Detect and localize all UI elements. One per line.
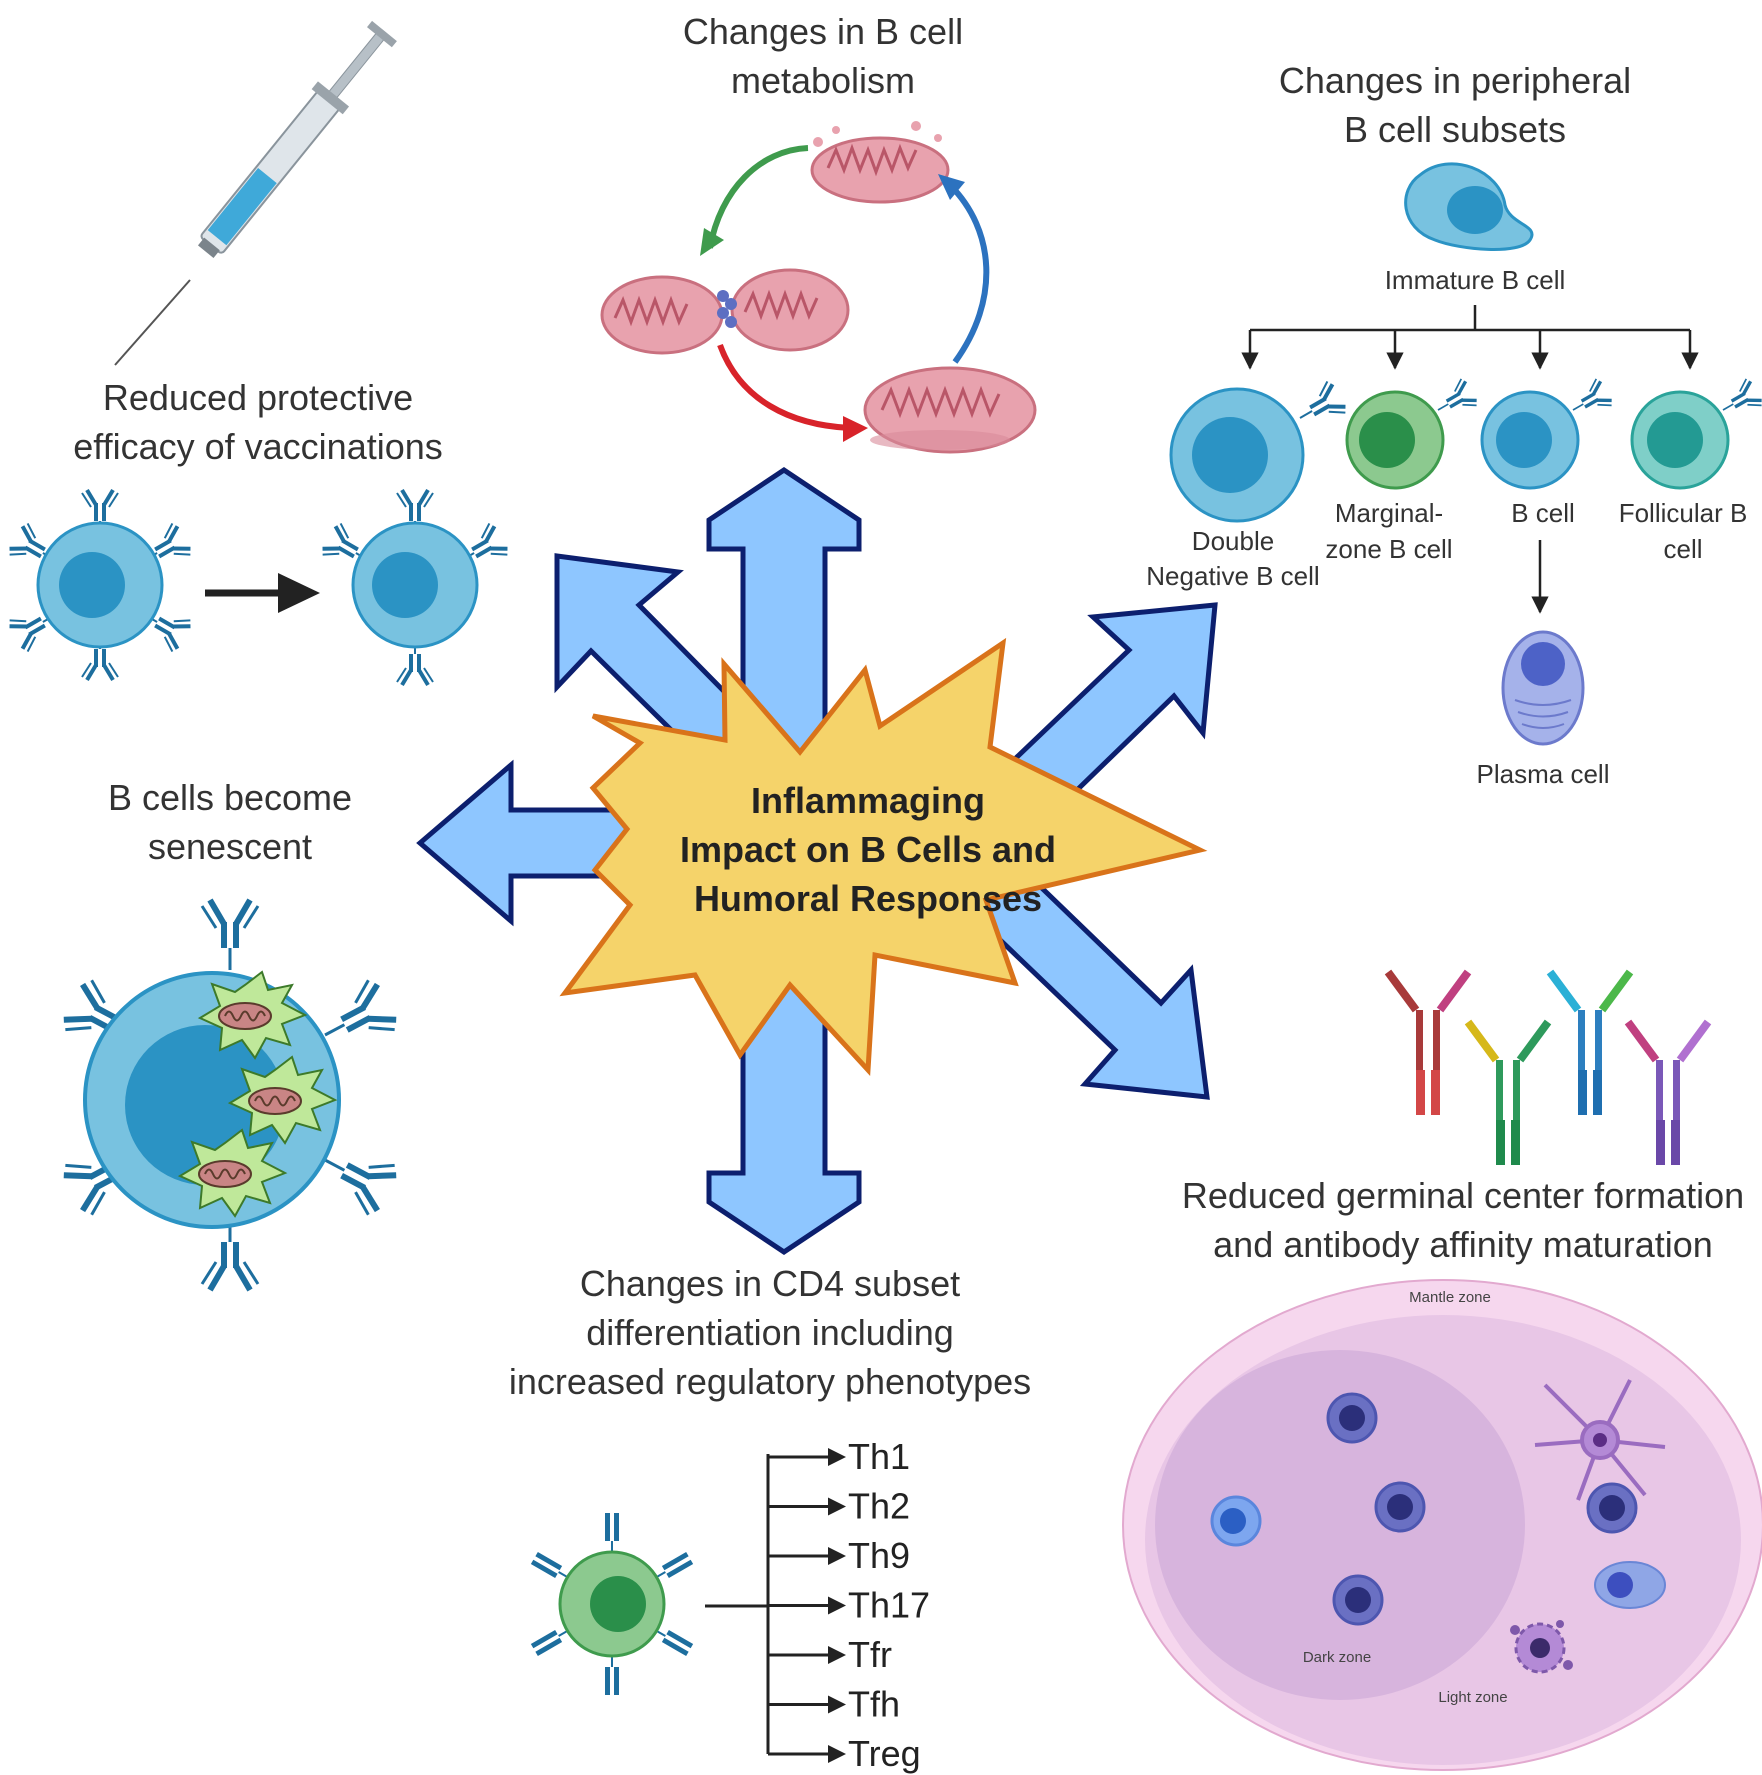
subset-arrowhead bbox=[828, 1646, 846, 1664]
marginal-zone-label-line2: zone B cell bbox=[1325, 534, 1452, 564]
syringe-icon bbox=[114, 20, 397, 366]
cd4-subset-label: Th2 bbox=[848, 1486, 910, 1527]
mantle-zone-label: Mantle zone bbox=[1409, 1289, 1491, 1306]
center-title-line3: Humoral Responses bbox=[694, 878, 1042, 919]
germinal-center-icon bbox=[1122, 1279, 1762, 1771]
peripheral-title-line2: B cell subsets bbox=[1344, 109, 1566, 150]
immature-b-cell-label: Immature B cell bbox=[1385, 265, 1566, 295]
cd4-subset-label: Th9 bbox=[848, 1535, 910, 1576]
antibody-variants-icon bbox=[1384, 969, 1712, 1165]
transition-arrow bbox=[205, 573, 320, 613]
vaccination-title-line1: Reduced protective bbox=[103, 377, 413, 418]
apoptotic-cell-icon bbox=[1510, 1620, 1573, 1674]
mitochondria-cycle bbox=[600, 121, 1037, 454]
fission-mitochondria-icon bbox=[600, 268, 850, 355]
peripheral-title-line1: Changes in peripheral bbox=[1279, 60, 1631, 101]
b-cell-with-many-receptors-icon bbox=[5, 488, 195, 682]
red-arrow bbox=[717, 343, 851, 431]
cd4-title-line1: Changes in CD4 subset bbox=[580, 1263, 960, 1304]
follicular-label-line2: cell bbox=[1663, 534, 1702, 564]
subset-arrowhead bbox=[828, 1547, 846, 1565]
cd4-title-line2: differentiation including bbox=[586, 1312, 954, 1353]
subset-arrowhead bbox=[828, 1448, 846, 1466]
light-zone-label: Light zone bbox=[1438, 1689, 1507, 1706]
dendritic-cell-icon bbox=[1534, 1379, 1666, 1501]
cd4-branch-lines bbox=[705, 1454, 770, 1754]
vaccination-title-line2: efficacy of vaccinations bbox=[73, 426, 443, 467]
germinal-title-line2: and antibody affinity maturation bbox=[1213, 1224, 1713, 1265]
cd4-subset-label: Treg bbox=[848, 1733, 921, 1774]
dark-zone-label: Dark zone bbox=[1303, 1649, 1371, 1666]
plasma-cell-icon bbox=[1501, 630, 1585, 746]
b-cell-label: B cell bbox=[1511, 498, 1575, 528]
metabolism-title-line2: metabolism bbox=[731, 60, 915, 101]
senescent-b-cell-icon bbox=[60, 900, 400, 1290]
subset-arrowhead bbox=[828, 1497, 846, 1516]
double-negative-label-line2: Negative B cell bbox=[1146, 561, 1319, 591]
follicular-label-line1: Follicular B bbox=[1619, 498, 1748, 528]
subset-arrowhead bbox=[828, 1695, 846, 1714]
germinal-title-line1: Reduced germinal center formation bbox=[1182, 1175, 1744, 1216]
blue-arrow bbox=[947, 182, 990, 364]
fragmented-mitochondrion-icon bbox=[810, 121, 950, 204]
plasma-cell-label: Plasma cell bbox=[1477, 759, 1610, 789]
cd4-subset-label: Th17 bbox=[848, 1585, 930, 1626]
green-arrow bbox=[707, 145, 809, 249]
center-title-line1: Inflammaging bbox=[751, 780, 985, 821]
marginal-zone-label-line1: Marginal- bbox=[1335, 498, 1443, 528]
cd4-subset-label: Tfr bbox=[848, 1634, 892, 1675]
immature-b-cell-icon bbox=[1404, 162, 1534, 251]
double-negative-b-cell-icon bbox=[1169, 377, 1350, 523]
cd4-title-line3: increased regulatory phenotypes bbox=[509, 1361, 1031, 1402]
b-cell-with-few-receptors-icon bbox=[318, 488, 512, 687]
damaged-mitochondria-icon bbox=[177, 970, 338, 1218]
b-cell-icon bbox=[1480, 375, 1616, 490]
subset-arrowhead bbox=[828, 1745, 846, 1763]
cd4-t-cell-icon bbox=[529, 1512, 695, 1696]
healthy-mitochondrion-icon bbox=[863, 366, 1037, 454]
center-title-line2: Impact on B Cells and bbox=[680, 829, 1056, 870]
senescent-title-line2: senescent bbox=[148, 826, 312, 867]
cd4-subset-label: Tfh bbox=[848, 1684, 900, 1725]
inflammaging-star bbox=[559, 637, 1208, 1077]
double-negative-label-line1: Double bbox=[1192, 526, 1274, 556]
senescent-title-line1: B cells become bbox=[108, 777, 352, 818]
follicular-b-cell-icon bbox=[1630, 375, 1762, 490]
metabolism-title-line1: Changes in B cell bbox=[683, 11, 963, 52]
subset-arrowhead bbox=[828, 1596, 846, 1615]
lineage-tree bbox=[1241, 305, 1699, 614]
marginal-zone-b-cell-icon bbox=[1345, 375, 1481, 490]
cd4-subset-label: Th1 bbox=[848, 1436, 910, 1477]
